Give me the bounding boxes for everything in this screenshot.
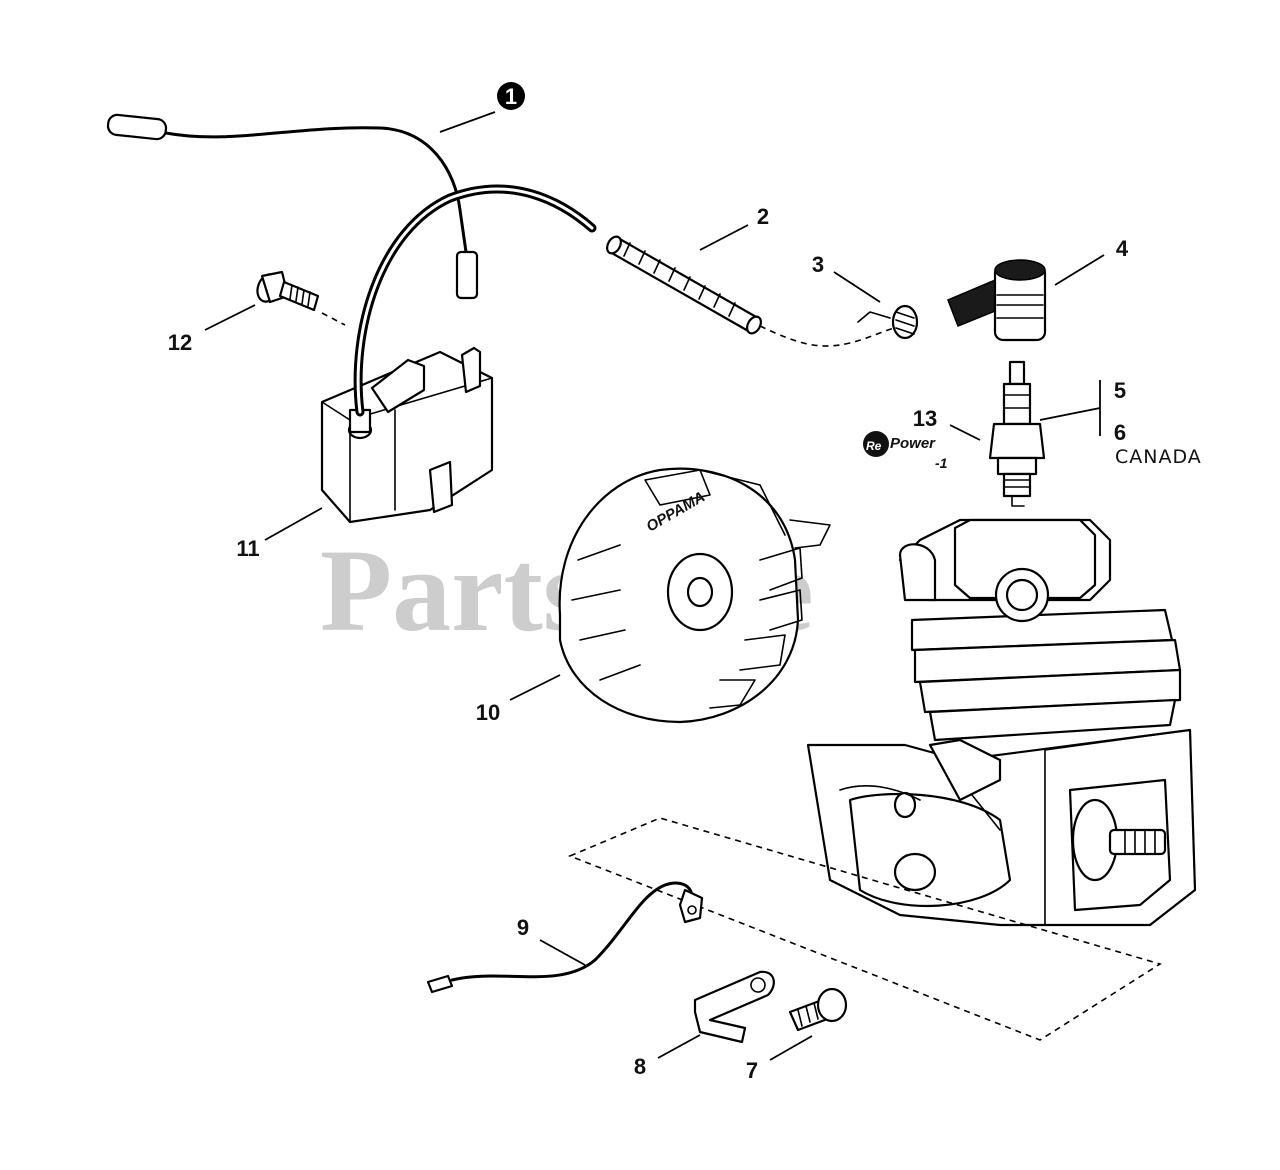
part-7-bolt[interactable]	[788, 987, 848, 1032]
repower-logo-suffix: Power	[890, 435, 936, 452]
repower-logo: Re Power -1	[863, 431, 948, 471]
repower-logo-prefix: Re	[866, 439, 882, 453]
part-12-bolt[interactable]	[254, 270, 346, 326]
repower-logo-mark: -1	[935, 455, 948, 471]
callout-12[interactable]: 12	[168, 330, 192, 355]
part-9-ground-lead[interactable]	[426, 881, 704, 994]
callout-7[interactable]: 7	[746, 1058, 758, 1083]
callout-5[interactable]: 5	[1114, 378, 1126, 403]
engine-block	[806, 518, 1197, 927]
part-4-plug-cap[interactable]	[947, 259, 1047, 342]
callout-4[interactable]: 4	[1116, 236, 1129, 261]
part-10-flywheel[interactable]: OPPAMA	[558, 467, 831, 724]
part-3-spring[interactable]	[759, 304, 919, 347]
part-2-sleeve[interactable]	[604, 234, 763, 336]
part-5-6-spark-plug[interactable]	[988, 360, 1046, 507]
leader-lines	[204, 111, 1105, 1061]
hardware-kit-group	[567, 817, 1162, 1041]
callout-1[interactable]: 1	[497, 82, 525, 110]
callout-3[interactable]: 3	[812, 252, 824, 277]
callout-8[interactable]: 8	[634, 1054, 646, 1079]
callout-10[interactable]: 10	[476, 700, 500, 725]
canada-note: CANADA	[1115, 446, 1202, 468]
callout-11[interactable]: 11	[236, 536, 259, 561]
callout-9[interactable]: 9	[517, 915, 529, 940]
callout-13[interactable]: 13	[913, 406, 937, 431]
part-1-ground-wire[interactable]	[106, 113, 479, 300]
callout-6[interactable]: 6	[1114, 420, 1126, 445]
callout-2[interactable]: 2	[757, 204, 769, 229]
part-8-bracket[interactable]	[693, 970, 775, 1044]
callout-1-label: 1	[505, 84, 517, 109]
part-11-ignition-coil[interactable]	[320, 184, 597, 524]
